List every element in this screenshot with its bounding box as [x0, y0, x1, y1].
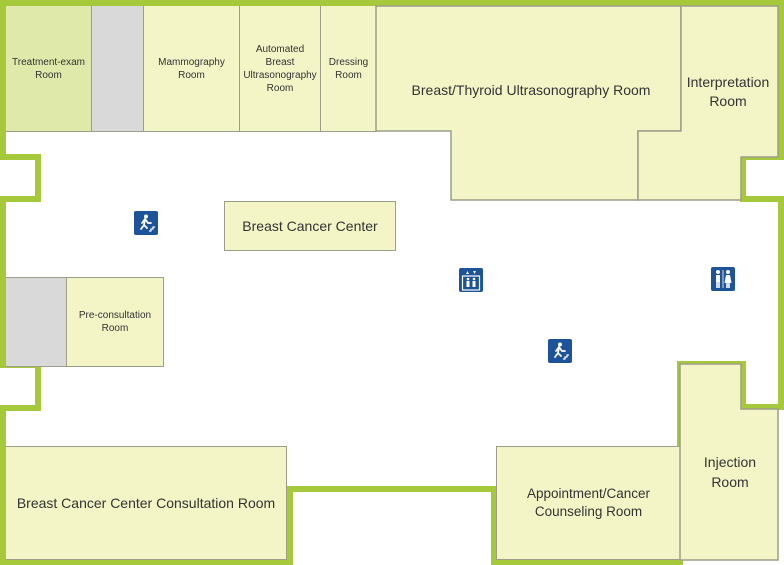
dressing-room[interactable]: Dressing Room	[320, 6, 377, 132]
interpretation-room[interactable]: Interpretation Room	[686, 74, 770, 109]
restroom-icon	[711, 267, 735, 291]
emergency-exit-icon	[134, 211, 158, 235]
mammography-room[interactable]: Mammography Room	[143, 6, 240, 132]
breast-cancer-center-label: Breast Cancer Center	[224, 201, 396, 251]
automated-breast-ultrasonography-room[interactable]: Automated Breast Ultrasonography Room	[239, 6, 321, 132]
appointment-counseling-room[interactable]: Appointment/Cancer Counseling Room	[496, 446, 681, 560]
treatment-exam-room[interactable]: Treatment-exam Room	[6, 6, 92, 132]
storage-area-left	[6, 277, 67, 367]
elevator-icon	[459, 268, 483, 292]
breast-thyroid-ultrasonography-room[interactable]: Breast/Thyroid Ultrasonography Room	[411, 82, 651, 98]
emergency-exit-icon	[548, 339, 572, 363]
pre-consultation-room[interactable]: Pre-consultation Room	[66, 277, 164, 367]
consultation-room[interactable]: Breast Cancer Center Consultation Room	[6, 446, 287, 560]
injection-room[interactable]: Injection Room	[703, 454, 757, 490]
